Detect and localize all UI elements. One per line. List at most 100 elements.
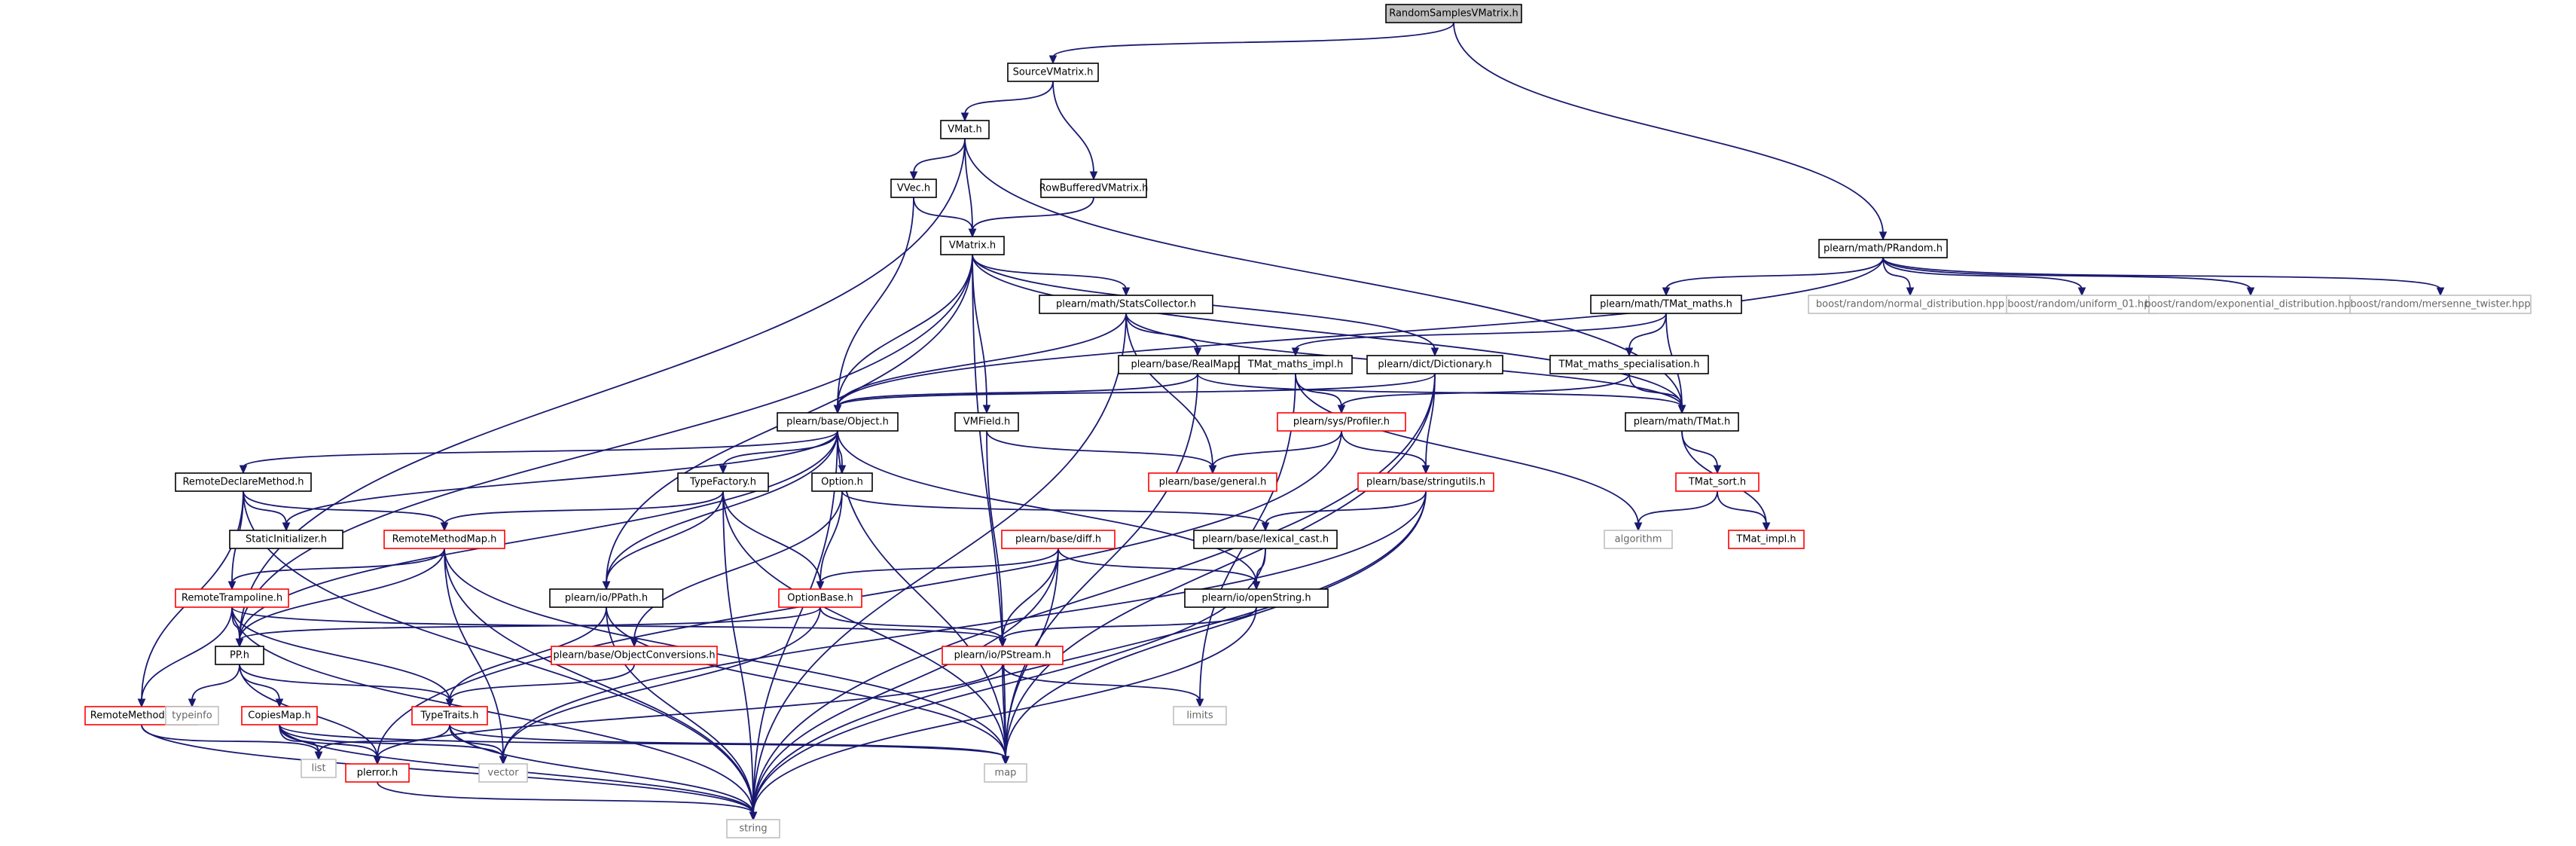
node-label: VMField.h	[963, 417, 1011, 428]
arrowhead-PRandom-to-TMat_maths	[1662, 287, 1671, 297]
node-label: SourceVMatrix.h	[1013, 67, 1094, 78]
node-boost_uniform: boost/random/uniform_01.hpp	[2006, 295, 2158, 314]
node-box	[940, 236, 1005, 255]
node-TypeFactory[interactable]: TypeFactory.h	[677, 472, 769, 492]
node-box	[984, 763, 1027, 783]
node-PP[interactable]: PP.h	[215, 646, 264, 665]
edge-VMField-to-PStream	[986, 430, 1003, 641]
node-box	[778, 588, 862, 608]
edges-layer	[137, 22, 2445, 821]
node-PPath[interactable]: plearn/io/PPath.h	[549, 588, 664, 608]
arrowhead-diff-to-OptionBase	[816, 581, 825, 591]
node-RowBufferedVMatrix[interactable]: RowBufferedVMatrix.h	[1039, 179, 1149, 198]
node-ObjectConversions[interactable]: plearn/base/ObjectConversions.h	[551, 646, 718, 665]
edge-PRandom-to-boost_normal	[1882, 257, 1911, 290]
arrowhead-VMatrix-to-StatsCollector	[1122, 287, 1131, 297]
edge-PRandom-to-boost_exponential	[1882, 257, 2251, 290]
node-TMat_sort[interactable]: TMat_sort.h	[1675, 472, 1760, 492]
arrowhead-VMatrix-to-Dictionary	[1430, 347, 1439, 357]
node-boost_mersenne: boost/random/mersenne_twister.hpp	[2349, 295, 2532, 314]
node-diff[interactable]: plearn/base/diff.h	[1001, 530, 1116, 549]
arrowhead-Profiler-to-general	[1208, 465, 1217, 475]
arrowhead-VMatrix-to-VMField	[982, 405, 991, 414]
edge-StatsCollector-to-RealMapping	[1125, 313, 1198, 350]
node-VMatrix[interactable]: VMatrix.h	[940, 236, 1005, 255]
node-Profiler[interactable]: plearn/sys/Profiler.h	[1277, 412, 1406, 432]
arrowhead-StatsCollector-to-RealMapping	[1193, 347, 1202, 357]
edge-Object-to-map	[837, 430, 1006, 759]
node-label: plearn/math/TMat.h	[1634, 417, 1731, 428]
node-lexical_cast[interactable]: plearn/base/lexical_cast.h	[1193, 530, 1338, 549]
arrowhead-TMat_sort-to-TMat_impl	[1762, 522, 1771, 532]
node-VVec[interactable]: VVec.h	[890, 179, 937, 198]
node-openString[interactable]: plearn/io/openString.h	[1184, 588, 1329, 608]
edge-RemoteTrampoline-to-RemoteMethodDoc	[141, 606, 233, 701]
node-RemoteMethodMap[interactable]: RemoteMethodMap.h	[383, 530, 505, 549]
edge-SourceVMatrix-to-RowBufferedVMatrix	[1052, 81, 1094, 174]
edge-diff-to-string	[752, 548, 1059, 814]
node-box	[215, 646, 264, 665]
edge-openString-to-PStream	[1002, 606, 1257, 641]
edge-PStream-to-pl_error	[377, 664, 1003, 759]
node-box	[411, 706, 488, 725]
arrowhead-lexical_cast-to-openString	[1252, 581, 1261, 591]
node-RemoteDeclareMethod[interactable]: RemoteDeclareMethod.h	[175, 472, 312, 492]
edge-RandomSamplesVMatrix-to-PRandom	[1453, 22, 1884, 234]
arrowhead-PRandom-to-boost_exponential	[2246, 287, 2255, 297]
node-boost_exponential: boost/random/exponential_distribution.hp…	[2144, 295, 2357, 314]
node-TMat_maths_impl[interactable]: TMat_maths_impl.h	[1238, 355, 1353, 374]
edge-RemoteMethodMap-to-PP	[239, 548, 445, 641]
node-label: plearn/sys/Profiler.h	[1293, 417, 1390, 428]
node-general[interactable]: plearn/base/general.h	[1148, 472, 1277, 492]
node-box	[1675, 472, 1760, 492]
node-box	[175, 588, 289, 608]
edge-PP-to-TypeTraits	[239, 664, 450, 701]
node-TMat_maths[interactable]: plearn/math/TMat_maths.h	[1590, 295, 1742, 314]
edge-OptionBase-to-PP	[239, 606, 821, 641]
edge-RemoteDeclareMethod-to-string	[243, 490, 754, 814]
edge-PRandom-to-TMat_maths	[1665, 257, 1884, 290]
arrowhead-Profiler-to-stringutils	[1421, 465, 1430, 475]
edge-CopiesMap-to-pl_error	[279, 724, 378, 759]
node-box	[1818, 239, 1948, 258]
node-label: plearn/base/stringutils.h	[1366, 477, 1485, 488]
arrowhead-RemoteTrampoline-to-RemoteMethodDoc	[137, 698, 146, 708]
arrowhead-PRandom-to-boost_normal	[1906, 287, 1915, 297]
node-VMField[interactable]: VMField.h	[954, 412, 1019, 432]
node-box	[726, 819, 780, 838]
arrowhead-TypeTraits-to-list	[314, 751, 323, 761]
node-VMat[interactable]: VMat.h	[940, 120, 990, 139]
node-box	[229, 530, 343, 549]
node-TMat[interactable]: plearn/math/TMat.h	[1625, 412, 1739, 432]
node-OptionBase[interactable]: OptionBase.h	[778, 588, 862, 608]
edge-RemoteDeclareMethod-to-RemoteMethodMap	[243, 490, 445, 525]
node-StaticInitializer[interactable]: StaticInitializer.h	[229, 530, 343, 549]
node-Option[interactable]: Option.h	[811, 472, 873, 492]
edge-TMat_sort-to-TMat_impl	[1717, 490, 1767, 525]
node-TypeTraits[interactable]: TypeTraits.h	[411, 706, 488, 725]
node-label: boost/random/mersenne_twister.hpp	[2350, 299, 2530, 310]
node-stringutils[interactable]: plearn/base/stringutils.h	[1357, 472, 1494, 492]
node-label: TypeFactory.h	[689, 477, 756, 488]
node-RandomSamplesVMatrix[interactable]: RandomSamplesVMatrix.h	[1385, 4, 1522, 23]
node-RemoteTrampoline[interactable]: RemoteTrampoline.h	[175, 588, 289, 608]
arrowhead-stringutils-to-lexical_cast	[1261, 522, 1270, 532]
node-box	[1590, 295, 1742, 314]
node-Object[interactable]: plearn/base/Object.h	[777, 412, 899, 432]
node-TMat_maths_specialisation[interactable]: TMat_maths_specialisation.h	[1549, 355, 1709, 374]
node-StatsCollector[interactable]: plearn/math/StatsCollector.h	[1039, 295, 1213, 314]
node-label: string	[739, 823, 767, 835]
node-TMat_impl[interactable]: TMat_impl.h	[1728, 530, 1805, 549]
node-SourceVMatrix[interactable]: SourceVMatrix.h	[1007, 63, 1099, 82]
edge-pl_error-to-string	[377, 781, 754, 814]
node-PStream[interactable]: plearn/io/PStream.h	[942, 646, 1064, 665]
node-Dictionary[interactable]: plearn/dict/Dictionary.h	[1366, 355, 1503, 374]
edge-CopiesMap-to-vector	[279, 724, 504, 759]
node-box	[1007, 63, 1099, 82]
node-label: Option.h	[821, 477, 863, 488]
node-pl_error[interactable]: plerror.h	[345, 763, 410, 783]
node-PRandom[interactable]: plearn/math/PRandom.h	[1818, 239, 1948, 258]
node-label: plearn/base/diff.h	[1015, 534, 1101, 545]
edge-PRandom-to-Object	[837, 257, 1884, 408]
node-CopiesMap[interactable]: CopiesMap.h	[241, 706, 318, 725]
